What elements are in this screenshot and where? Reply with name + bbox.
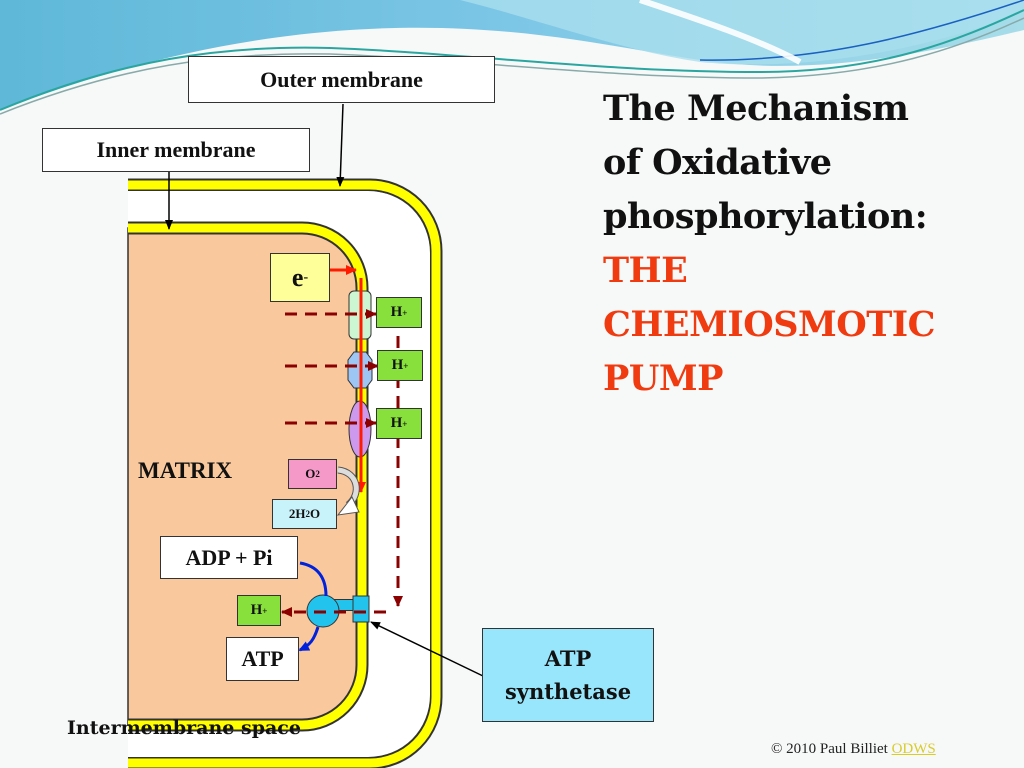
subtitle-line-3: PUMP	[603, 358, 723, 399]
water-subscript: 2	[305, 509, 311, 519]
atp-synthetase-line2: synthetase	[504, 679, 632, 704]
matrix-label: MATRIX	[138, 458, 233, 483]
electron-box: e-	[270, 253, 330, 302]
water-label-prefix: 2H	[288, 506, 306, 521]
proton-label: H	[250, 602, 263, 618]
title-line-3: phosphorylation:	[603, 196, 928, 237]
outer-membrane-label: Outer membrane	[188, 56, 495, 103]
water-label-suffix: O	[310, 506, 321, 521]
title-line-1: The Mechanism	[603, 88, 909, 129]
proton-box-1: H+	[376, 297, 422, 328]
odws-link[interactable]: ODWS	[891, 741, 936, 757]
electron-label: e	[291, 262, 304, 292]
oxygen-label: O	[305, 466, 316, 481]
proton-label: H	[391, 357, 404, 373]
atp-output-arrow	[298, 626, 320, 652]
oxygen-subscript: 2	[315, 469, 320, 479]
title-line-2: of Oxidative	[603, 142, 832, 183]
copyright-text: © 2010 Paul Billiet	[771, 741, 888, 757]
proton-box-matrix: H+	[237, 595, 281, 626]
subtitle-line-2: CHEMIOSMOTIC	[603, 304, 936, 345]
electron-charge: -	[303, 269, 309, 285]
intermembrane-space-label: Intermembrane space	[67, 717, 301, 739]
proton-charge: +	[403, 360, 409, 371]
outer-membrane-pointer	[336, 103, 345, 187]
proton-charge: +	[402, 418, 408, 429]
atp-box: ATP	[226, 637, 299, 681]
atp-synthetase-pointer	[370, 621, 484, 677]
proton-box-2: H+	[377, 350, 423, 381]
proton-charge: +	[402, 307, 408, 318]
adp-pi-box: ADP + Pi	[160, 536, 298, 579]
proton-label: H	[390, 415, 403, 431]
adp-input-arrow	[299, 561, 328, 597]
inner-membrane-label: Inner membrane	[42, 128, 310, 172]
atp-synthetase-line1: ATP	[544, 646, 592, 671]
proton-charge: +	[262, 605, 268, 616]
copyright-footer: © 2010 Paul Billiet ODWS	[771, 741, 936, 758]
synthase-f0	[352, 595, 370, 623]
header-wave-decoration	[0, 0, 1024, 115]
atp-synthetase-label: ATP synthetase	[482, 628, 654, 722]
proton-box-3: H+	[376, 408, 422, 439]
proton-label: H	[390, 304, 403, 320]
subtitle-line-1: THE	[603, 250, 688, 291]
slide-title: The Mechanism of Oxidative phosphorylati…	[603, 82, 1013, 406]
